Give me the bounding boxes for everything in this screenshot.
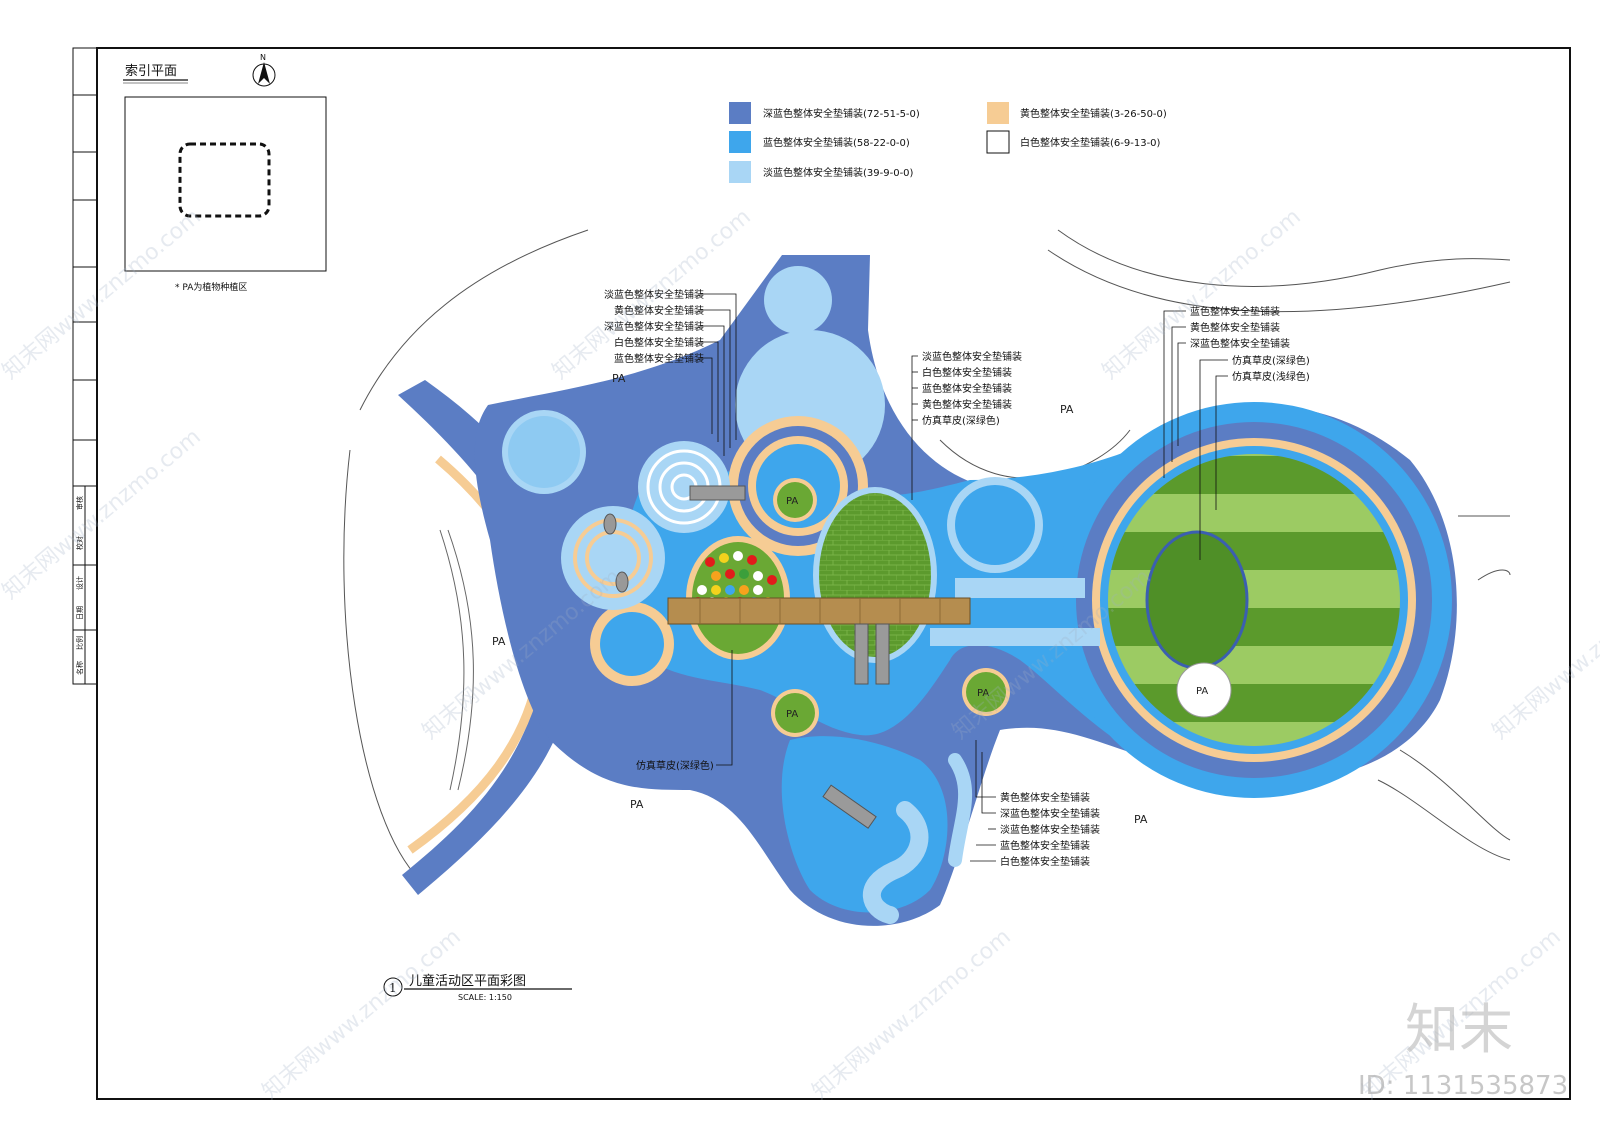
- legend-swatch-yellow: [987, 102, 1009, 124]
- playground-plan: [398, 255, 1457, 926]
- title-block-texts: 名称 比例 日期 设计 校对 审核: [75, 496, 84, 675]
- watermark-id: ID: 1131535873: [1358, 1071, 1568, 1101]
- callout-text: 蓝色整体安全垫铺装: [614, 352, 704, 365]
- callout-bottom: 黄色整体安全垫铺装 深蓝色整体安全垫铺装 淡蓝色整体安全垫铺装 蓝色整体安全垫铺…: [636, 759, 1100, 868]
- title-block-label: 设计: [75, 576, 84, 590]
- legend-label-white: 白色整体安全垫铺装(6-9-13-0): [1020, 136, 1161, 149]
- callout-text: 仿真草皮(深绿色): [1232, 354, 1310, 367]
- callout-text: 白色整体安全垫铺装: [614, 336, 704, 349]
- callout-text: 蓝色整体安全垫铺装: [1190, 305, 1280, 318]
- callout-text: 深蓝色整体安全垫铺装: [1000, 807, 1100, 820]
- drawing-name: 儿童活动区平面彩图: [409, 973, 526, 989]
- callout-text: 蓝色整体安全垫铺装: [1000, 839, 1090, 852]
- callout-text: 黄色整体安全垫铺装: [922, 398, 1012, 411]
- callout-text: 深蓝色整体安全垫铺装: [1190, 337, 1290, 350]
- legend: 深蓝色整体安全垫铺装(72-51-5-0) 蓝色整体安全垫铺装(58-22-0-…: [729, 102, 1167, 183]
- title-block-label: 审核: [75, 496, 84, 510]
- legend-swatch-light-blue: [729, 161, 751, 183]
- light-blue-strip: [955, 578, 1085, 598]
- callout-right: 蓝色整体安全垫铺装 黄色整体安全垫铺装 深蓝色整体安全垫铺装 仿真草皮(深绿色)…: [1190, 305, 1310, 383]
- pa-label: PA: [630, 798, 644, 811]
- legend-label-yellow: 黄色整体安全垫铺装(3-26-50-0): [1020, 107, 1167, 120]
- pa-labels: PA PA PA PA PA PA PA PA PA: [492, 372, 1208, 826]
- pa-label: PA: [786, 709, 798, 720]
- callout-text: 淡蓝色整体安全垫铺装: [1000, 823, 1100, 836]
- title-block: [73, 94, 97, 684]
- north-label: N: [260, 53, 266, 62]
- callout-text: 黄色整体安全垫铺装: [1190, 321, 1280, 334]
- wooden-bridge: [667, 597, 971, 625]
- large-striped-turf: [1108, 454, 1400, 746]
- drawing-number-circle: [383, 977, 403, 997]
- callout-text: 深蓝色整体安全垫铺装: [604, 320, 704, 333]
- callout-text: 淡蓝色整体安全垫铺装: [604, 288, 704, 301]
- oval-dark-turf: [1145, 530, 1249, 670]
- legend-label-blue: 蓝色整体安全垫铺装(58-22-0-0): [763, 136, 910, 149]
- legend-label-dark-blue: 深蓝色整体安全垫铺装(72-51-5-0): [763, 107, 920, 120]
- callout-text: 仿真草皮(浅绿色): [1232, 370, 1310, 383]
- watermark-text: 知末网www.znzmo.com: [0, 204, 206, 384]
- watermark-text: 知末网www.znzmo.com: [808, 924, 1016, 1104]
- legend-label-light-blue: 淡蓝色整体安全垫铺装(39-9-0-0): [763, 166, 914, 179]
- pa-label: PA: [1196, 686, 1208, 697]
- callout-leaders: [700, 293, 1228, 862]
- pa-label: PA: [977, 688, 989, 699]
- callout-center: 淡蓝色整体安全垫铺装 白色整体安全垫铺装 蓝色整体安全垫铺装 黄色整体安全垫铺装…: [922, 350, 1022, 427]
- callout-text: 仿真草皮(深绿色): [922, 414, 1000, 427]
- callout-text: 淡蓝色整体安全垫铺装: [922, 350, 1022, 363]
- callout-text: 仿真草皮(深绿色): [636, 759, 714, 772]
- legend-swatch-blue: [729, 131, 751, 153]
- pa-label: PA: [612, 372, 626, 385]
- watermark-text: 知末网www.znzmo.com: [0, 424, 206, 604]
- pa-label: PA: [786, 496, 798, 507]
- pa-note: * PA为植物种植区: [175, 281, 247, 293]
- callout-text: 白色整体安全垫铺装: [1000, 855, 1090, 868]
- pa-circle-white: [1176, 662, 1232, 718]
- pa-label: PA: [1060, 403, 1074, 416]
- legend-swatch-white: [986, 130, 1010, 154]
- legend-swatch-dark-blue: [729, 102, 751, 124]
- callout-left: 淡蓝色整体安全垫铺装 黄色整体安全垫铺装 深蓝色整体安全垫铺装 白色整体安全垫铺…: [604, 288, 704, 365]
- watermark-text: 知末网www.znzmo.com: [258, 924, 466, 1104]
- pa-label: PA: [1134, 813, 1148, 826]
- index-plan-highlight: [178, 142, 271, 218]
- index-plan-frame: [124, 96, 327, 272]
- title-block-label: 校对: [75, 536, 84, 550]
- callout-text: 白色整体安全垫铺装: [922, 366, 1012, 379]
- drawing-scale: SCALE: 1:150: [458, 993, 512, 1002]
- title-block-label: 比例: [75, 636, 84, 650]
- callout-text: 黄色整体安全垫铺装: [614, 304, 704, 317]
- callout-text: 黄色整体安全垫铺装: [1000, 791, 1090, 804]
- title-block-label: 名称: [75, 661, 84, 675]
- watermark-logo: 知末: [1405, 998, 1513, 1061]
- pa-label: PA: [492, 635, 506, 648]
- drawing-title: 1 儿童活动区平面彩图 SCALE: 1:150: [383, 973, 572, 1002]
- north-arrow-icon: [252, 62, 276, 87]
- drawing-number: 1: [389, 981, 397, 995]
- index-plan-title: 索引平面: [125, 64, 177, 79]
- callout-text: 蓝色整体安全垫铺装: [922, 382, 1012, 395]
- title-block-label: 日期: [76, 606, 84, 620]
- watermark-text: 知末网www.znzmo.com: [1488, 564, 1600, 744]
